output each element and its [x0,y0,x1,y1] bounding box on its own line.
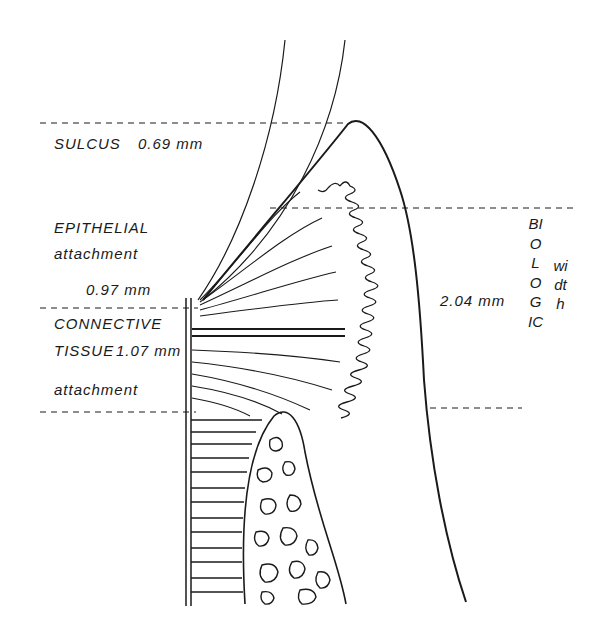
crown-line [198,40,285,300]
region-label: attachment [52,382,140,399]
ligament-fibers [191,420,262,592]
vertical-label: BIOLOGIC [528,214,543,331]
root-surface [185,298,187,606]
epithelial-ridge [339,182,378,418]
region-label: CONNECTIVE [52,316,164,333]
dimension-label: 1.07 mm [114,343,183,360]
epithelial-ridge [318,183,340,191]
region-label: attachment [52,246,140,263]
dimension-label: 0.97 mm [84,282,153,299]
dimension-label: 0.69 mm [136,136,205,153]
region-label: EPITHELIAL [52,220,151,237]
dimension-label: 2.04 mm [438,293,507,310]
vertical-label: width [553,256,568,313]
root-surface [190,298,192,606]
region-label: SULCUS [52,136,123,153]
level-lines [40,123,575,412]
bone-trabeculae [255,437,330,604]
alveolar-bone [243,412,346,604]
region-label: TISSUE [52,343,116,360]
crown-line [203,40,345,300]
gingival-fibers [192,192,345,416]
